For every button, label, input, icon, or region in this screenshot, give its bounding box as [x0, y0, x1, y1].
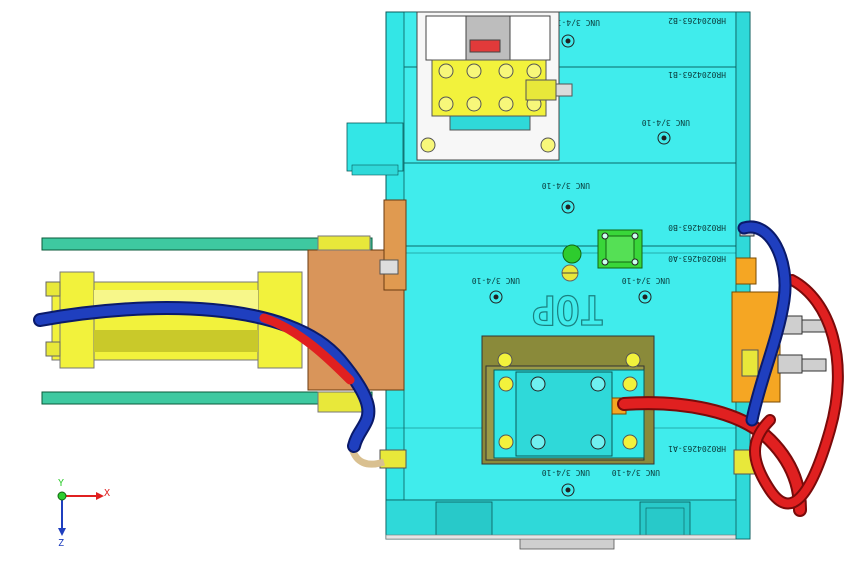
triad-z-label: Z — [58, 538, 64, 549]
triad-x-label: X — [104, 488, 110, 499]
label-unc-2: UNC 3/4-10 — [642, 118, 690, 127]
hydraulic-cylinder — [41, 199, 407, 469]
label-plate-a1: HR0204263-A1 — [668, 444, 726, 453]
label-unc-3: UNC 3/4-10 — [542, 181, 590, 190]
axis-triad: X Z Y — [57, 478, 110, 549]
label-unc-5: UNC 3/4-10 — [622, 276, 670, 285]
top-mark: TOP — [532, 286, 604, 332]
latch-block — [597, 229, 643, 269]
plate-labels: HR0204263-B2 HR0204263-B1 HR0204263-B0 H… — [472, 16, 726, 477]
label-unc-1: UNC 3/4-10 — [552, 18, 600, 27]
label-plate-b2: HR0204263-B2 — [668, 16, 726, 25]
label-unc-4: UNC 3/4-10 — [472, 276, 520, 285]
label-unc-7: UNC 3/4-10 — [612, 468, 660, 477]
label-plate-b0: HR0204263-B0 — [668, 223, 726, 232]
label-plate-b1: HR0204263-B1 — [668, 70, 726, 79]
locating-pins — [561, 244, 582, 282]
label-plate-a0: HR0204263-A0 — [668, 254, 726, 263]
triad-y-label: Y — [58, 478, 64, 489]
label-unc-6: UNC 3/4-10 — [542, 468, 590, 477]
hoses — [33, 220, 844, 517]
screw-holes — [489, 34, 671, 497]
upper-slide-assembly — [416, 11, 573, 161]
